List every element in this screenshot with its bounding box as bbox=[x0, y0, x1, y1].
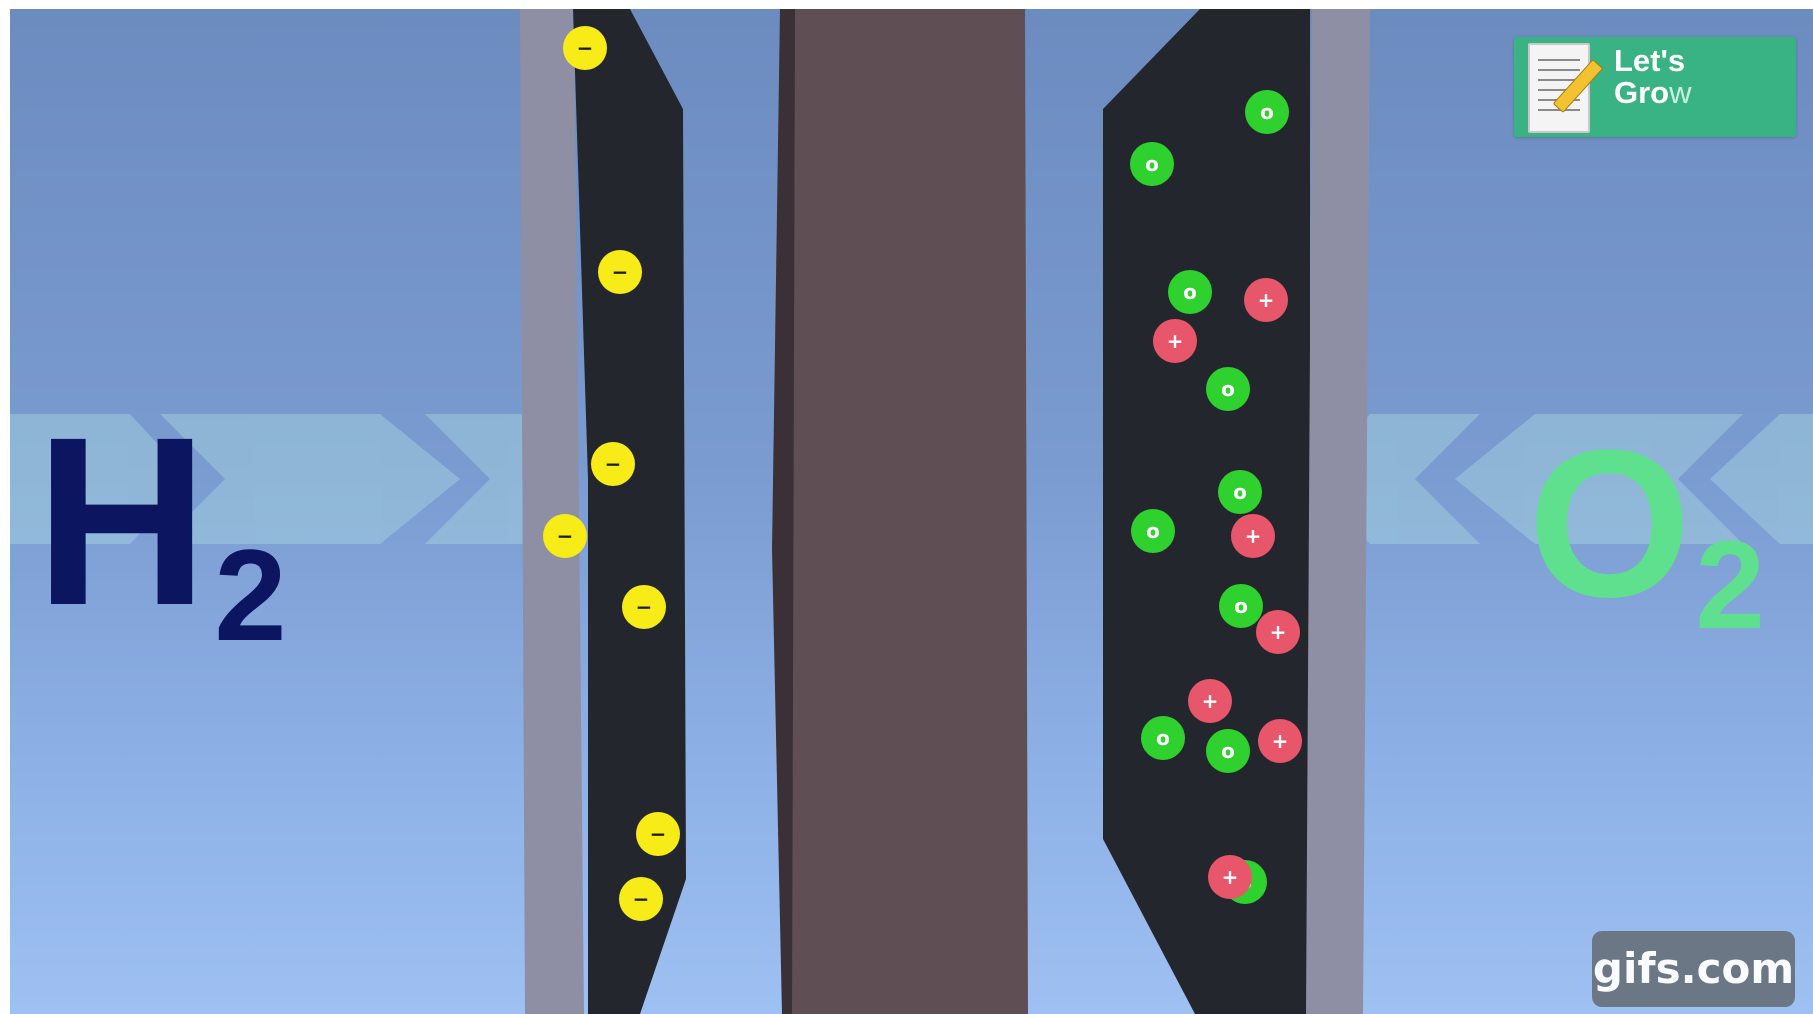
electron-sign: − bbox=[633, 887, 650, 911]
oxygen-sign: o bbox=[1221, 377, 1235, 401]
electron-icon: − bbox=[636, 812, 680, 856]
electron-sign: − bbox=[636, 595, 653, 619]
oxygen-sign: o bbox=[1183, 280, 1197, 304]
proton-sign: + bbox=[1272, 729, 1289, 753]
logo-text: Let's Grow bbox=[1614, 45, 1692, 109]
oxygen-atom-icon: o bbox=[1206, 729, 1250, 773]
oxygen-sign: o bbox=[1156, 726, 1170, 750]
electron-sign: − bbox=[557, 524, 574, 548]
logo-line-1: Let's bbox=[1614, 45, 1692, 77]
oxygen-atom-icon: o bbox=[1168, 270, 1212, 314]
electron-sign: − bbox=[650, 822, 667, 846]
oxygen-atom-icon: o bbox=[1131, 509, 1175, 553]
proton-icon: + bbox=[1188, 679, 1232, 723]
oxygen-symbol: O bbox=[1528, 406, 1691, 641]
proton-sign: + bbox=[1258, 288, 1275, 312]
oxygen-subscript: 2 bbox=[1695, 516, 1765, 655]
electron-icon: − bbox=[598, 250, 642, 294]
oxygen-atom-icon: o bbox=[1218, 470, 1262, 514]
hydrogen-subscript: 2 bbox=[214, 522, 286, 668]
proton-sign: + bbox=[1245, 524, 1262, 548]
proton-icon: + bbox=[1231, 514, 1275, 558]
oxygen-formula: O2 bbox=[1528, 419, 1761, 629]
electron-icon: − bbox=[563, 26, 607, 70]
electron-icon: − bbox=[622, 585, 666, 629]
oxygen-sign: o bbox=[1145, 152, 1159, 176]
proton-sign: + bbox=[1270, 620, 1287, 644]
oxygen-sign: o bbox=[1234, 594, 1248, 618]
fuel-cell-scene: −−−−−−−oooooooooo+++++++ H2 O2 Let's Gro… bbox=[10, 9, 1813, 1014]
electrolyte-membrane bbox=[778, 9, 1028, 1014]
oxygen-atom-icon: o bbox=[1245, 90, 1289, 134]
electron-sign: − bbox=[605, 452, 622, 476]
oxygen-atom-icon: o bbox=[1141, 716, 1185, 760]
proton-sign: + bbox=[1167, 329, 1184, 353]
oxygen-atom-icon: o bbox=[1206, 367, 1250, 411]
proton-icon: + bbox=[1153, 319, 1197, 363]
proton-icon: + bbox=[1256, 610, 1300, 654]
electron-sign: − bbox=[577, 36, 594, 60]
anode-electrode bbox=[573, 9, 686, 1014]
hydrogen-symbol: H bbox=[35, 387, 208, 655]
cathode-plate bbox=[1306, 9, 1370, 1014]
proton-sign: + bbox=[1222, 865, 1239, 889]
lets-grow-logo: Let's Grow bbox=[1514, 37, 1796, 137]
oxygen-sign: o bbox=[1221, 739, 1235, 763]
logo-line-2: Gro bbox=[1614, 75, 1669, 110]
oxygen-sign: o bbox=[1233, 480, 1247, 504]
electron-icon: − bbox=[543, 514, 587, 558]
hydrogen-formula: H2 bbox=[35, 401, 281, 641]
proton-icon: + bbox=[1244, 278, 1288, 322]
proton-icon: + bbox=[1258, 719, 1302, 763]
logo-line-2-faint: w bbox=[1669, 75, 1691, 110]
oxygen-atom-icon: o bbox=[1130, 142, 1174, 186]
proton-icon: + bbox=[1208, 855, 1252, 899]
proton-sign: + bbox=[1202, 689, 1219, 713]
anode-plate bbox=[520, 9, 584, 1014]
oxygen-sign: o bbox=[1260, 100, 1274, 124]
oxygen-sign: o bbox=[1146, 519, 1160, 543]
electron-icon: − bbox=[619, 877, 663, 921]
electron-sign: − bbox=[612, 260, 629, 284]
gifs-watermark: gifs.com bbox=[1592, 931, 1795, 1007]
electron-icon: − bbox=[591, 442, 635, 486]
oxygen-atom-icon: o bbox=[1219, 584, 1263, 628]
